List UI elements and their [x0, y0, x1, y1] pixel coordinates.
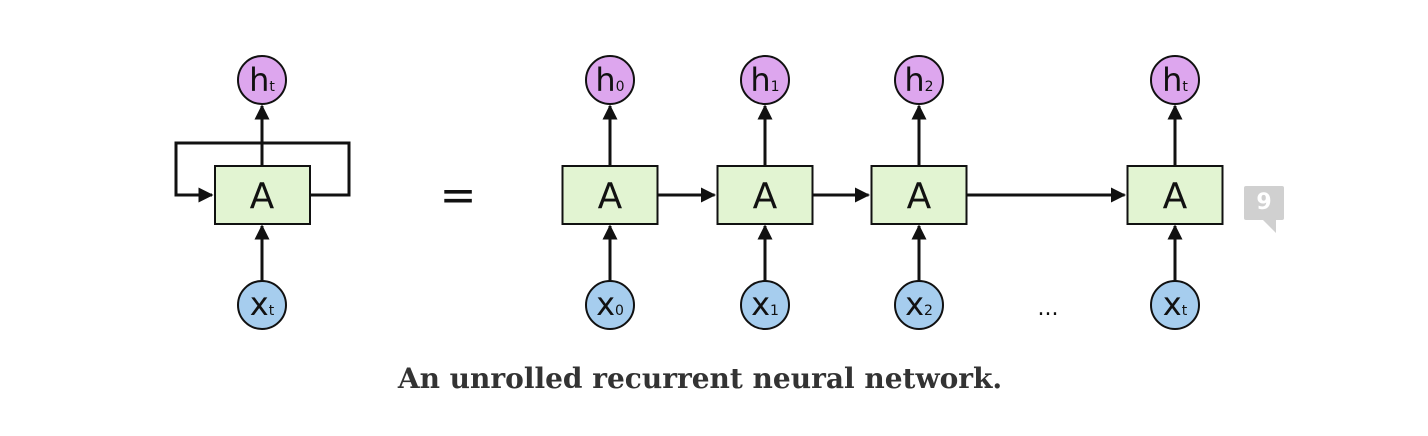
unrolled-step: Aht xt [1126, 55, 1224, 330]
rnn-cell [561, 165, 659, 225]
rnn-cell-label: A [1163, 176, 1188, 217]
unrolled-rnn: Ah0 x0 Ah1 x1 Ah2 x2 Aht xt [561, 55, 1224, 330]
rnn-cell-label: A [250, 176, 275, 217]
input-node [1150, 280, 1200, 330]
output-node [1150, 55, 1200, 105]
output-node [894, 55, 944, 105]
recurrent-loop-line [262, 141, 351, 197]
input-node [585, 280, 635, 330]
rnn-cell-label: A [598, 176, 623, 217]
input-node-label: x2 [905, 285, 933, 323]
input-node-label: xt [1163, 285, 1188, 323]
output-node-label: h1 [750, 61, 779, 99]
input-node [237, 280, 287, 330]
output-node-label: h2 [904, 61, 933, 99]
figure-caption: An unrolled recurrent neural network. [397, 362, 1003, 395]
unrolled-step: Ah0 x0 [561, 55, 716, 330]
comment-count-badge[interactable]: 9 [1244, 186, 1284, 220]
output-node-label: h0 [595, 61, 624, 99]
rnn-cell-label: A [907, 176, 932, 217]
rnn-cell [716, 165, 814, 225]
output-node-label: ht [1162, 61, 1188, 99]
ellipsis: ... [1038, 296, 1059, 321]
output-node [237, 55, 287, 105]
rnn-cell [214, 165, 311, 225]
input-node-label: x1 [751, 285, 779, 323]
rnn-diagram: A ht xt = Ah0 x0 Ah1 x1 Ah2 x2 Aht xt ... [174, 55, 1224, 330]
unrolled-step: Ah1 x1 [716, 55, 870, 330]
input-node-label: xt [250, 285, 275, 323]
output-node-label: ht [249, 61, 275, 99]
equals-sign: = [440, 170, 477, 221]
output-node [585, 55, 635, 105]
rnn-cell [870, 165, 968, 225]
recurrent-loop-arrow [174, 141, 262, 203]
unrolled-step: Ah2 x2 [870, 55, 1126, 330]
input-node [894, 280, 944, 330]
comment-badge-tail [1262, 219, 1276, 233]
input-node-label: x0 [596, 285, 624, 323]
rnn-cell [1126, 165, 1224, 225]
input-node [740, 280, 790, 330]
rnn-cell-label: A [753, 176, 778, 217]
output-node [740, 55, 790, 105]
rolled-rnn: A ht xt [174, 55, 351, 330]
